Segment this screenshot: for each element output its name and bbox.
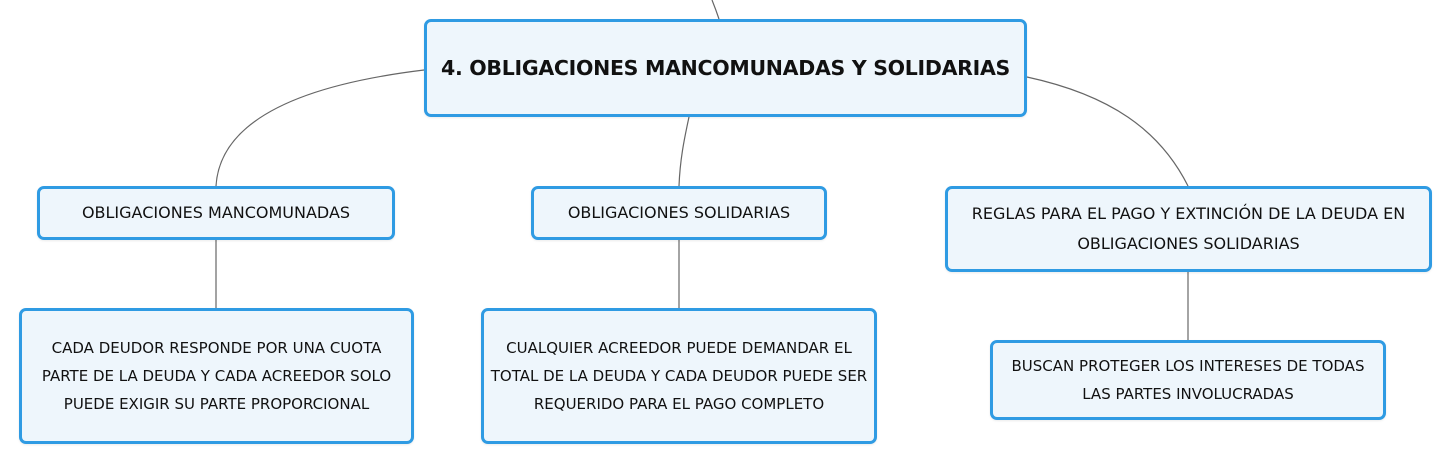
subtopic-reglas-detail[interactable]: BUSCAN PROTEGER LOS INTERESES DE TODAS L… xyxy=(990,340,1386,420)
incoming-connector xyxy=(711,0,720,20)
subtopic-mancomunadas-detail[interactable]: CADA DEUDOR RESPONDE POR UNA CUOTA PARTE… xyxy=(19,308,414,444)
topic-label: OBLIGACIONES SOLIDARIAS xyxy=(567,203,791,222)
topic-obligaciones-solidarias[interactable]: OBLIGACIONES SOLIDARIAS xyxy=(531,186,827,240)
topic-obligaciones-mancomunadas[interactable]: OBLIGACIONES MANCOMUNADAS xyxy=(37,186,395,240)
connector-root-regl xyxy=(1026,76,1189,187)
subtopic-label: CADA DEUDOR RESPONDE POR UNA CUOTA PARTE… xyxy=(41,339,392,413)
subtopic-label: BUSCAN PROTEGER LOS INTERESES DE TODAS L… xyxy=(1011,357,1365,403)
connector-root-soli xyxy=(678,116,690,187)
topic-reglas-pago-extincion[interactable]: REGLAS PARA EL PAGO Y EXTINCIÓN DE LA DE… xyxy=(945,186,1432,272)
connector-root-manc xyxy=(215,69,425,187)
topic-label: OBLIGACIONES MANCOMUNADAS xyxy=(81,203,351,222)
topic-label: REGLAS PARA EL PAGO Y EXTINCIÓN DE LA DE… xyxy=(971,204,1406,253)
subtopic-label: CUALQUIER ACREEDOR PUEDE DEMANDAR EL TOT… xyxy=(490,339,868,413)
root-topic[interactable]: 4. OBLIGACIONES MANCOMUNADAS Y SOLIDARIA… xyxy=(424,19,1027,117)
subtopic-solidarias-detail[interactable]: CUALQUIER ACREEDOR PUEDE DEMANDAR EL TOT… xyxy=(481,308,877,444)
root-topic-label: 4. OBLIGACIONES MANCOMUNADAS Y SOLIDARIA… xyxy=(440,56,1011,80)
